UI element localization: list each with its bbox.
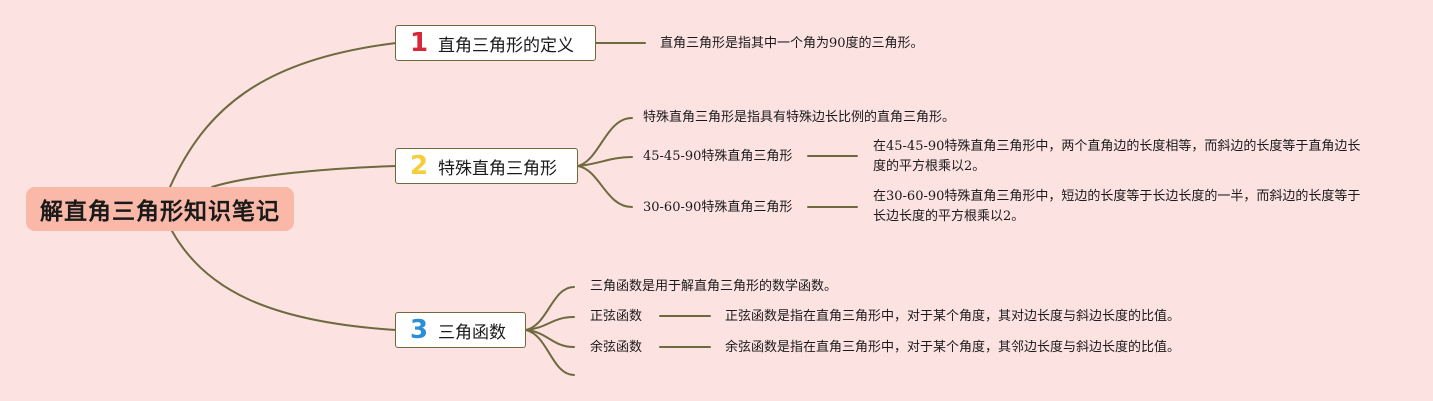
root-title: 解直角三角形知识笔记	[40, 199, 280, 225]
topic-2-item-2-desc: 在30-60-90特殊直角三角形中，短边的长度等于长边长度的一半，而斜边的长度等…	[873, 189, 1361, 224]
connector-root-topic-2	[211, 165, 397, 188]
topic-2-item-1-name: 45-45-90特殊直角三角形	[643, 149, 793, 164]
connector-topic-2-item-1	[577, 156, 633, 167]
topic-2-item-2-name: 30-60-90特殊直角三角形	[643, 200, 793, 215]
connector-topic-3-item-1	[525, 316, 575, 331]
topic-2-label: 特殊直角三角形	[438, 158, 557, 179]
topic-1-label: 直角三角形的定义	[438, 35, 574, 56]
topic-1-number: 1	[410, 28, 429, 58]
topic-3-item-1-name: 正弦函数	[590, 309, 643, 324]
topic-3-node[interactable]: 3 三角函数	[395, 312, 526, 348]
topic-1-detail: 直角三角形是指其中一个角为90度的三角形。	[660, 36, 924, 51]
connector-topic-2-item-2	[577, 165, 633, 208]
topic-2-number: 2	[410, 151, 429, 181]
topic-1-node[interactable]: 1 直角三角形的定义	[395, 25, 596, 61]
connector-root-topic-3	[171, 230, 397, 331]
topic-3-item-2-name: 余弦函数	[590, 340, 643, 355]
connector-topic-3-extra	[525, 329, 575, 376]
topic-3-intro: 三角函数是用于解直角三角形的数学函数。	[590, 279, 838, 294]
topic-3-item-1-desc: 正弦函数是指在直角三角形中，对于某个角度，其对边长度与斜边长度的比值。	[725, 309, 1181, 324]
topic-2-node[interactable]: 2 特殊直角三角形	[395, 148, 578, 184]
connector-topic-3-intro	[525, 286, 575, 331]
topic-3-item-2-desc: 余弦函数是指在直角三角形中，对于某个角度，其邻边长度与斜边长度的比值。	[725, 340, 1181, 355]
connector-topic-2-intro	[577, 117, 633, 167]
root-node[interactable]: 解直角三角形知识笔记	[26, 187, 294, 231]
topic-3-number: 3	[410, 315, 429, 345]
topic-2-item-1-desc: 在45-45-90特殊直角三角形中，两个直角边的长度相等，而斜边的长度等于直角边…	[873, 139, 1361, 174]
topic-3-label: 三角函数	[438, 322, 506, 343]
connector-root-topic-1	[169, 42, 397, 188]
topic-2-intro: 特殊直角三角形是指具有特殊边长比例的直角三角形。	[643, 110, 956, 125]
